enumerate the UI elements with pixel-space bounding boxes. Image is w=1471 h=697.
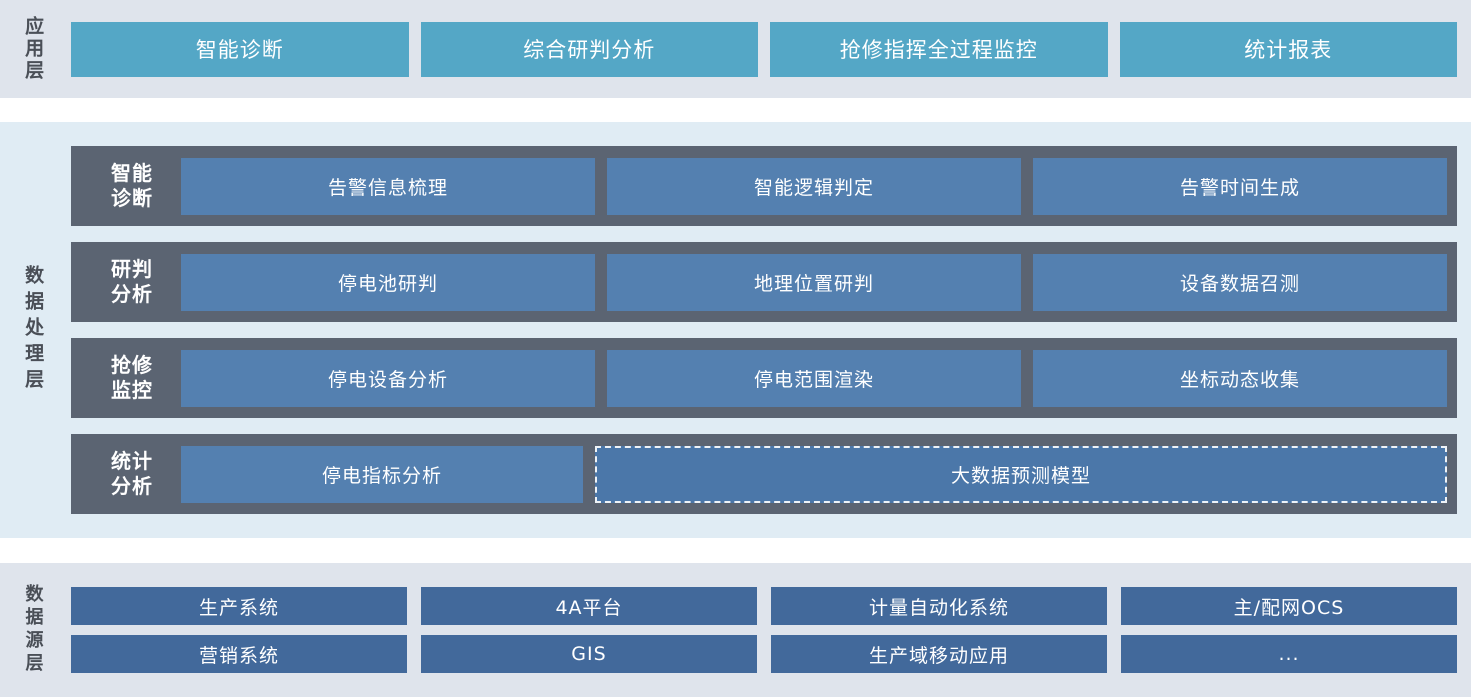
processing-row-label-line1: 抢修 bbox=[111, 353, 153, 378]
data-source-cell-production-system[interactable]: 生产系统 bbox=[71, 587, 407, 625]
data-source-cell-4a-platform[interactable]: 4A平台 bbox=[421, 587, 757, 625]
processing-row-label-line2: 分析 bbox=[111, 282, 153, 306]
processing-row-label-line1: 智能 bbox=[111, 161, 153, 186]
processing-row-label-repair-monitoring: 抢修 监控 bbox=[81, 353, 181, 403]
application-card-comprehensive-analysis[interactable]: 综合研判分析 bbox=[420, 21, 758, 77]
application-layer-label: 应用层 bbox=[0, 0, 66, 98]
processing-row-repair-monitoring: 抢修 监控 停电设备分析 停电范围渲染 坐标动态收集 bbox=[71, 338, 1457, 418]
processing-cells-analysis: 停电池研判 地理位置研判 设备数据召测 bbox=[181, 253, 1447, 311]
data-source-cell-metering-automation-system[interactable]: 计量自动化系统 bbox=[771, 587, 1107, 625]
data-source-cell-more[interactable]: ... bbox=[1121, 635, 1457, 673]
processing-cell-alarm-time-generation[interactable]: 告警时间生成 bbox=[1033, 157, 1447, 215]
processing-cells-intelligent-diagnosis: 告警信息梳理 智能逻辑判定 告警时间生成 bbox=[181, 157, 1447, 215]
application-layer-label-text: 应用层 bbox=[22, 16, 45, 82]
data-processing-rows: 智能 诊断 告警信息梳理 智能逻辑判定 告警时间生成 研判 分析 停电池研判 地… bbox=[66, 122, 1471, 538]
data-source-layer-label: 数据源层 bbox=[0, 563, 66, 697]
processing-row-label-statistics: 统计 分析 bbox=[81, 449, 181, 499]
processing-cell-outage-pool-analysis[interactable]: 停电池研判 bbox=[181, 253, 595, 311]
processing-row-intelligent-diagnosis: 智能 诊断 告警信息梳理 智能逻辑判定 告警时间生成 bbox=[71, 146, 1457, 226]
processing-row-label-line1: 研判 bbox=[111, 257, 153, 282]
data-source-row-1: 生产系统 4A平台 计量自动化系统 主/配网OCS bbox=[71, 587, 1457, 625]
application-layer: 应用层 智能诊断 综合研判分析 抢修指挥全过程监控 统计报表 bbox=[0, 0, 1471, 98]
application-card-statistical-report[interactable]: 统计报表 bbox=[1119, 21, 1457, 77]
processing-row-label-line2: 诊断 bbox=[111, 186, 153, 210]
processing-row-label-analysis: 研判 分析 bbox=[81, 257, 181, 307]
application-layer-cards: 智能诊断 综合研判分析 抢修指挥全过程监控 统计报表 bbox=[66, 0, 1471, 98]
data-source-cell-gis[interactable]: GIS bbox=[421, 635, 757, 673]
data-processing-layer-label-text: 数据处理层 bbox=[22, 265, 45, 395]
processing-cell-alarm-info-sorting[interactable]: 告警信息梳理 bbox=[181, 157, 595, 215]
processing-cell-big-data-prediction-model[interactable]: 大数据预测模型 bbox=[594, 445, 1447, 503]
processing-cells-statistics: 停电指标分析 大数据预测模型 bbox=[181, 445, 1447, 503]
processing-row-statistics: 统计 分析 停电指标分析 大数据预测模型 bbox=[71, 434, 1457, 514]
data-source-cell-production-mobile-app[interactable]: 生产域移动应用 bbox=[771, 635, 1107, 673]
processing-cell-geographic-location-analysis[interactable]: 地理位置研判 bbox=[607, 253, 1021, 311]
processing-cell-outage-device-analysis[interactable]: 停电设备分析 bbox=[181, 349, 595, 407]
processing-cell-device-data-polling[interactable]: 设备数据召测 bbox=[1033, 253, 1447, 311]
processing-cell-outage-index-analysis[interactable]: 停电指标分析 bbox=[181, 445, 583, 503]
data-source-layer: 数据源层 生产系统 4A平台 计量自动化系统 主/配网OCS 营销系统 GIS … bbox=[0, 563, 1471, 697]
data-processing-layer: 数据处理层 智能 诊断 告警信息梳理 智能逻辑判定 告警时间生成 研判 分析 bbox=[0, 122, 1471, 538]
processing-row-analysis: 研判 分析 停电池研判 地理位置研判 设备数据召测 bbox=[71, 242, 1457, 322]
application-card-repair-monitoring[interactable]: 抢修指挥全过程监控 bbox=[770, 21, 1108, 77]
processing-row-label-intelligent-diagnosis: 智能 诊断 bbox=[81, 161, 181, 211]
data-source-cell-marketing-system[interactable]: 营销系统 bbox=[71, 635, 407, 673]
data-source-layer-label-text: 数据源层 bbox=[22, 584, 44, 676]
processing-row-label-line2: 分析 bbox=[111, 474, 153, 498]
processing-cells-repair-monitoring: 停电设备分析 停电范围渲染 坐标动态收集 bbox=[181, 349, 1447, 407]
application-card-intelligent-diagnosis[interactable]: 智能诊断 bbox=[71, 21, 409, 77]
data-processing-layer-label: 数据处理层 bbox=[0, 122, 66, 538]
processing-cell-outage-range-rendering[interactable]: 停电范围渲染 bbox=[607, 349, 1021, 407]
processing-cell-coordinate-dynamic-collection[interactable]: 坐标动态收集 bbox=[1033, 349, 1447, 407]
data-source-row-2: 营销系统 GIS 生产域移动应用 ... bbox=[71, 635, 1457, 673]
data-source-rows: 生产系统 4A平台 计量自动化系统 主/配网OCS 营销系统 GIS 生产域移动… bbox=[66, 563, 1471, 697]
processing-cell-intelligent-logic-judgement[interactable]: 智能逻辑判定 bbox=[607, 157, 1021, 215]
processing-row-label-line2: 监控 bbox=[111, 378, 153, 402]
data-source-cell-main-distribution-ocs[interactable]: 主/配网OCS bbox=[1121, 587, 1457, 625]
processing-row-label-line1: 统计 bbox=[111, 449, 153, 474]
